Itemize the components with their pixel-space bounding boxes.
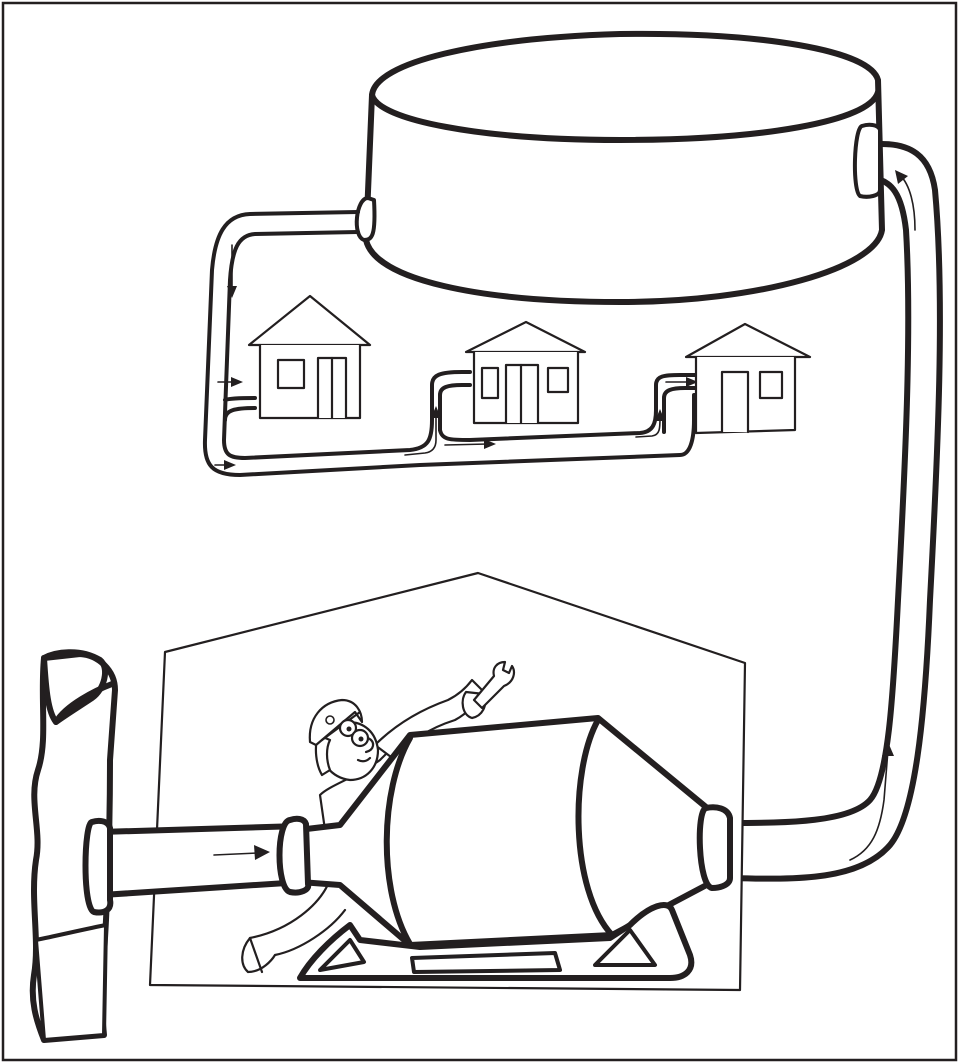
water-tower-tank [357, 34, 882, 302]
